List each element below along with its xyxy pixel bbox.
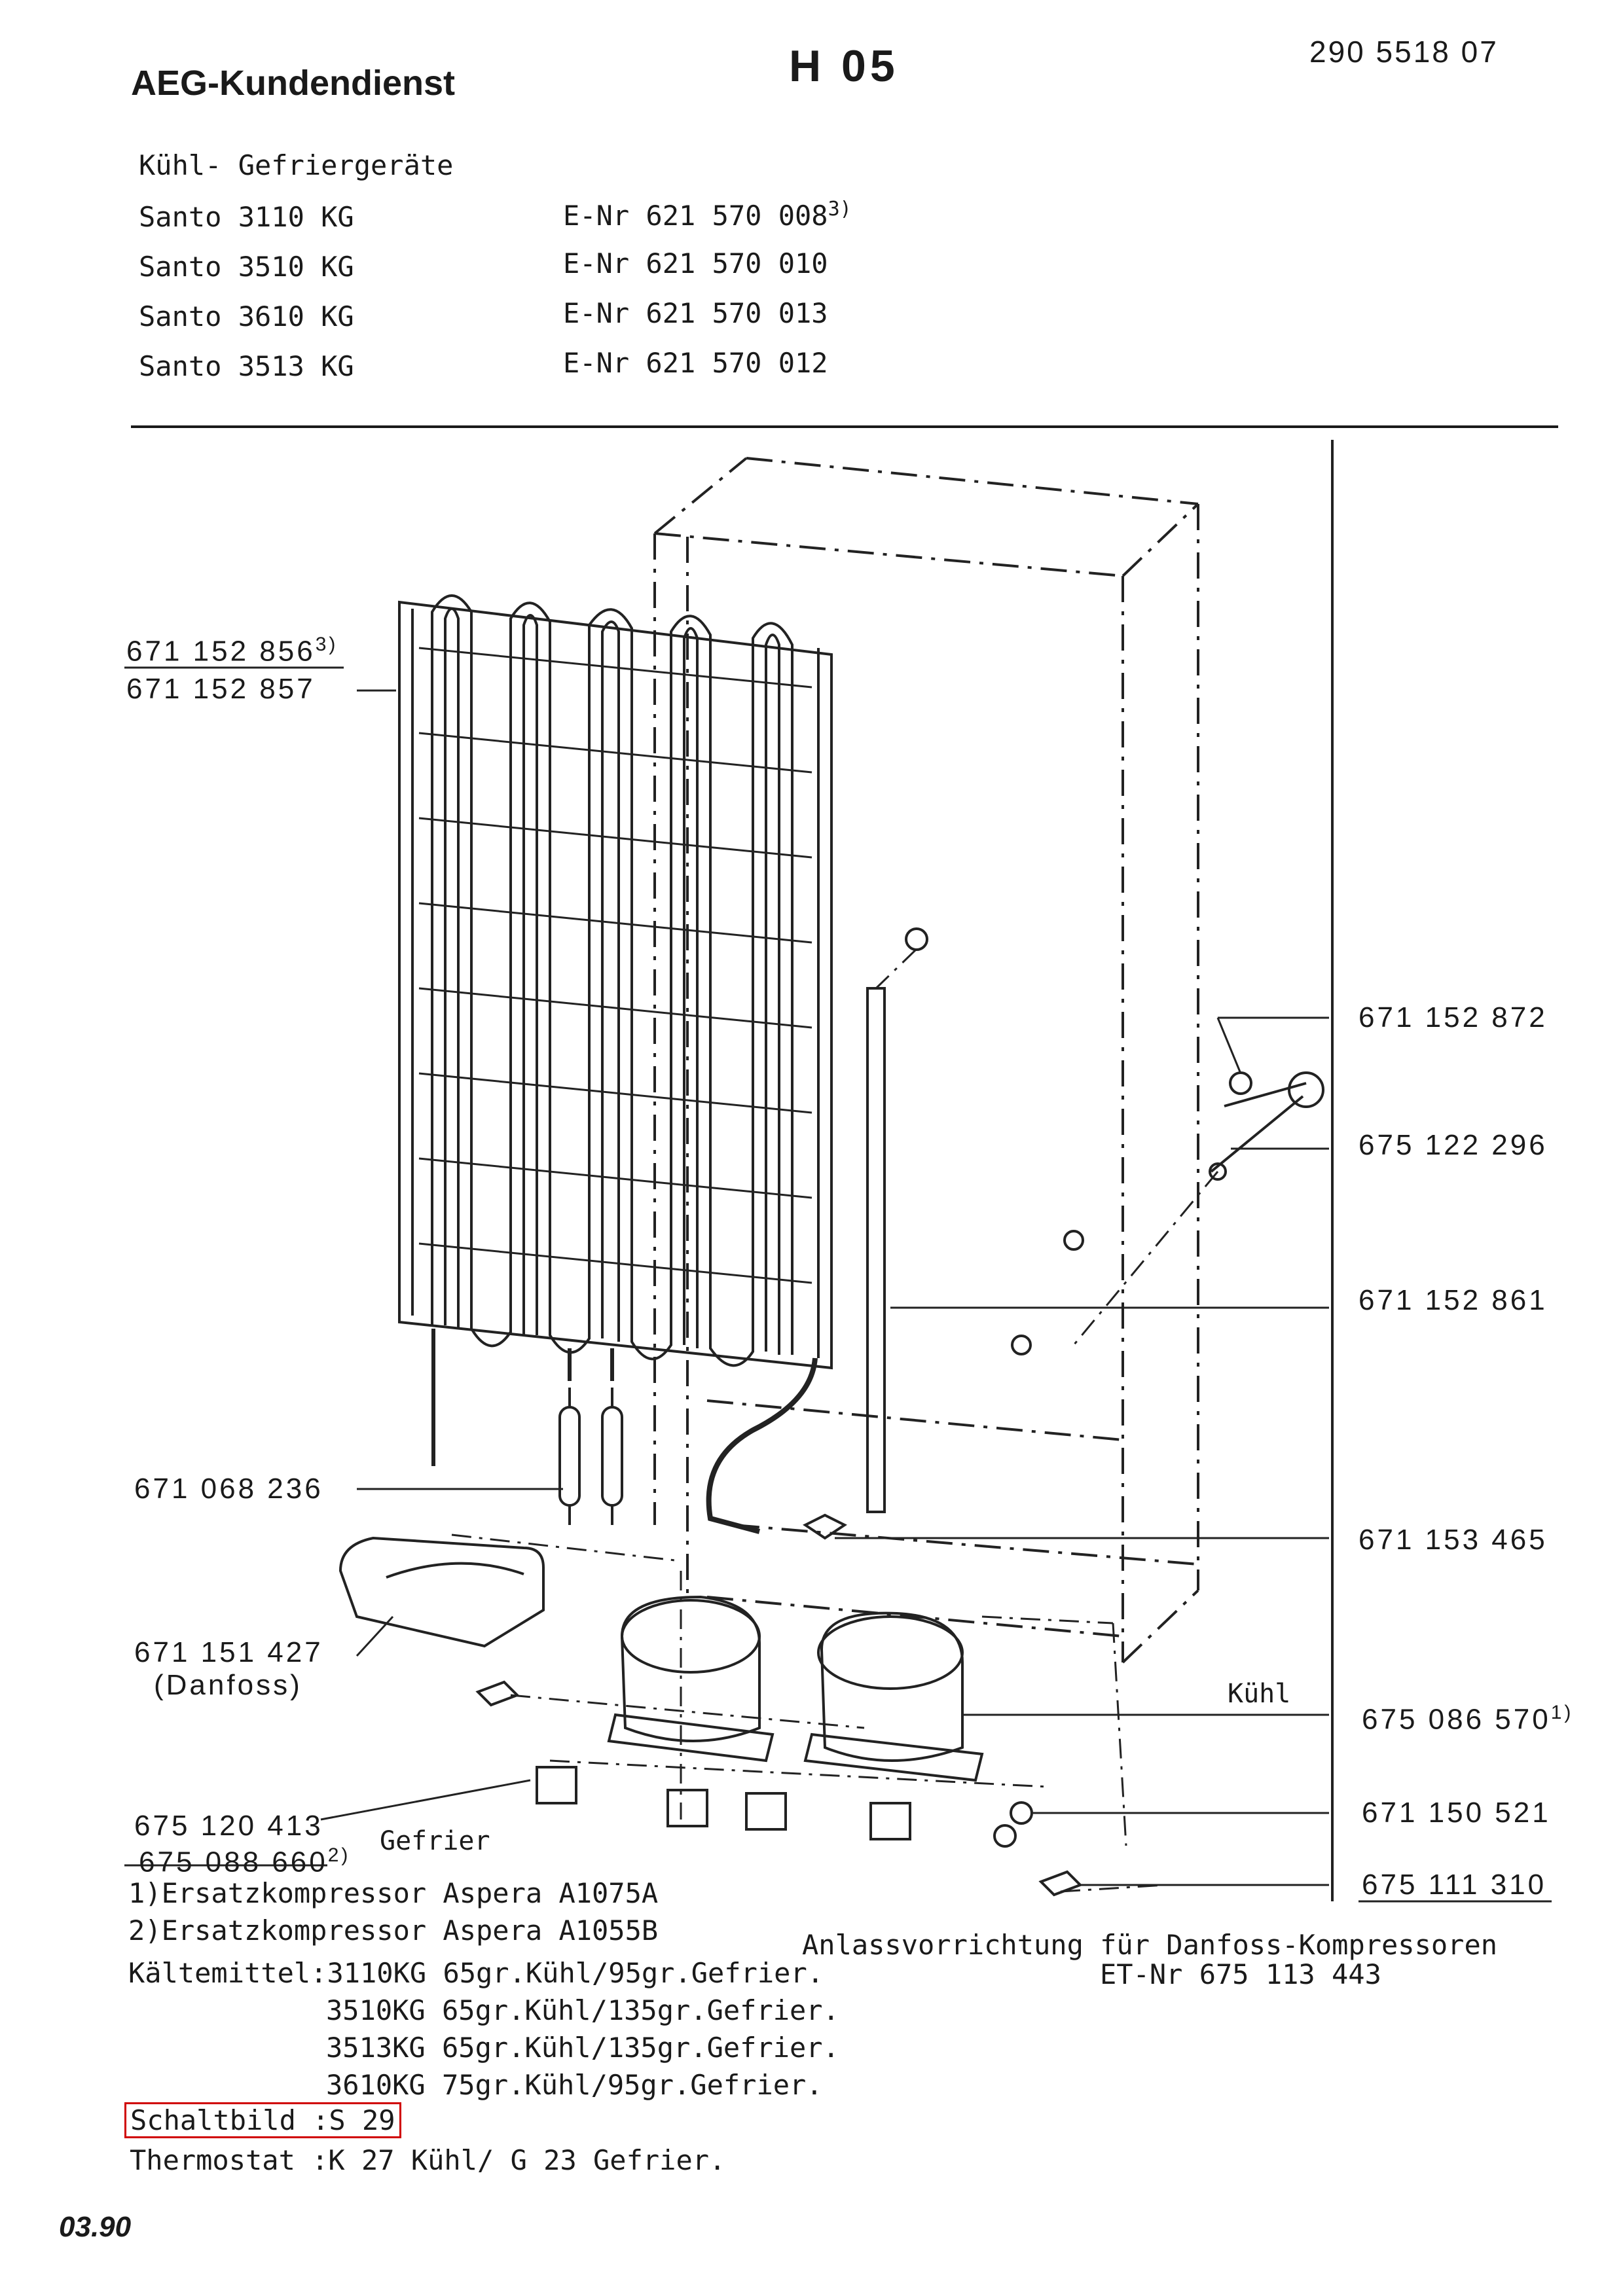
drip-tray [338, 1536, 545, 1648]
part-compressor-b: 675 088 6602) [139, 1844, 351, 1878]
model-name-1: Santo 3110 KG [139, 201, 354, 233]
part-right-5-note: 1) [1550, 1702, 1574, 1723]
footnote-1: 1)Ersatzkompressor Aspera A1075A [128, 1877, 659, 1909]
refrigerant-line-2: 3510KG 65gr.Kühl/135gr.Gefrier. [326, 1994, 839, 2026]
compressor-kuehl [803, 1611, 984, 1782]
schaltbild-reference[interactable]: Schaltbild :S 29 [124, 2102, 401, 2138]
part-right-7: 675 111 310 [1362, 1869, 1547, 1901]
model-name-2: Santo 3510 KG [139, 251, 354, 283]
compressor-gefrier [607, 1595, 775, 1763]
refrigerant-line-1: Kältemittel:3110KG 65gr.Kühl/95gr.Gefrie… [128, 1957, 824, 1989]
part-drip-tray: 671 151 427 [134, 1636, 323, 1668]
category-label: Kühl- Gefriergeräte [139, 149, 454, 181]
footnote-2: 2)Ersatzkompressor Aspera A1055B [128, 1914, 659, 1946]
leader-lines [124, 666, 1552, 1903]
condenser-coil [398, 594, 833, 1370]
part-compressor-b-note: 2) [327, 1844, 351, 1866]
label-gefrier: Gefrier [380, 1826, 490, 1856]
bracket-1 [1063, 1230, 1084, 1251]
part-filter-dryer: 671 068 236 [134, 1473, 323, 1505]
part-condenser-a-note: 3) [315, 634, 338, 655]
pipe-clamp [803, 1513, 847, 1540]
part-right-3: 671 152 861 [1359, 1284, 1548, 1316]
label-kuehl: Kühl [1228, 1679, 1291, 1709]
tube-clip [905, 927, 928, 951]
heater-tube [1209, 1071, 1324, 1181]
brand-title: AEG-Kundendienst [131, 63, 455, 103]
part-right-6: 671 150 521 [1362, 1797, 1551, 1829]
sheet-code: H 05 [789, 41, 899, 91]
suction-pipe [706, 1357, 818, 1534]
starter-title: Anlassvorrichtung für Danfoss-Kompressor… [802, 1929, 1498, 1961]
document-number: 290 5518 07 [1309, 35, 1499, 69]
refrigerant-line-4: 3610KG 75gr.Kühl/95gr.Gefrier. [326, 2069, 823, 2101]
part-compressor-a: 675 120 413 [134, 1810, 323, 1842]
model-enr-1-note: 3) [828, 198, 852, 221]
refrigerant-label: Kältemittel: [128, 1957, 327, 1989]
drain-tube [866, 987, 886, 1513]
part-drip-tray-note: (Danfoss) [154, 1669, 302, 1701]
part-right-1: 671 152 872 [1359, 1001, 1548, 1033]
mounting-feet [536, 1766, 1033, 1848]
model-enr-1: E-Nr 621 570 0083) [563, 198, 852, 232]
model-enr-4: E-Nr 621 570 012 [563, 347, 828, 379]
header-divider [131, 425, 1558, 428]
thermostat-line: Thermostat :K 27 Kühl/ G 23 Gefrier. [130, 2144, 726, 2176]
part-condenser-a: 671 152 8563) [126, 634, 338, 668]
part-right-5: 675 086 5701) [1362, 1702, 1574, 1736]
refrigerant-line-3: 3513KG 65gr.Kühl/135gr.Gefrier. [326, 2032, 839, 2064]
starter-part-number: ET-Nr 675 113 443 [1100, 1958, 1381, 1990]
model-enr-3: E-Nr 621 570 013 [563, 297, 828, 329]
condenser-fins [418, 647, 812, 1284]
filter-dryer [558, 1388, 623, 1525]
part-right-4: 671 153 465 [1359, 1524, 1548, 1556]
clip [475, 1680, 520, 1707]
model-name-4: Santo 3513 KG [139, 350, 354, 382]
revision-date: 03.90 [59, 2211, 132, 2243]
bracket-2 [1011, 1335, 1032, 1355]
part-condenser-b: 671 152 857 [126, 673, 316, 705]
part-right-2: 675 122 296 [1359, 1129, 1548, 1161]
cabinet-outline [653, 457, 1199, 1664]
model-enr-2: E-Nr 621 570 010 [563, 247, 828, 279]
model-name-3: Santo 3610 KG [139, 300, 354, 332]
